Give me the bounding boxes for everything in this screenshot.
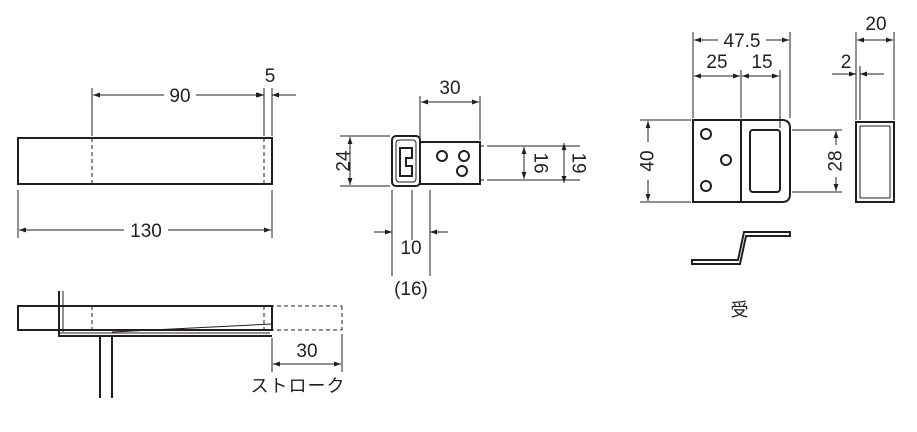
dimension-receiver-25: 25 — [694, 52, 740, 79]
dimension-90: 90 — [93, 84, 263, 107]
dimension-side-20: 20 — [857, 14, 893, 43]
receiver-profile-view: 受 — [691, 231, 791, 321]
receiver-front-view: 47.5 25 15 40 28 — [637, 29, 847, 203]
dim-latch-10-label: 10 — [400, 238, 421, 259]
dim-receiver-25-label: 25 — [706, 52, 727, 73]
dim-stroke-30-label: 30 — [296, 341, 317, 362]
rail-side-view: 30 ストローク — [17, 291, 346, 398]
dim-latch-16-ref-label: (16) — [394, 279, 428, 300]
rail-top-view: 90 5 130 — [17, 66, 296, 242]
dim-side-2-label: 2 — [841, 52, 852, 73]
receiver-side-view: 20 2 — [832, 14, 895, 203]
dimension-stroke-30: 30 — [273, 341, 341, 367]
dimension-5: 5 — [240, 66, 296, 98]
dimension-plate-16: 16 — [521, 147, 551, 179]
dimension-side-2: 2 — [832, 52, 884, 77]
dim-latch-30-label: 30 — [439, 78, 460, 99]
dimension-receiver-28: 28 — [826, 131, 847, 191]
dimension-latch-30: 30 — [421, 78, 479, 105]
stroke-label: ストローク — [251, 376, 346, 397]
dimension-130: 130 — [19, 219, 271, 242]
receiver-label: 受 — [731, 300, 750, 321]
dim-side-20-label: 20 — [865, 14, 886, 35]
dim-receiver-40-label: 40 — [638, 150, 659, 171]
dimension-latch-10: 10 — [374, 229, 448, 259]
dim-latch-24-label: 24 — [334, 150, 355, 172]
dimension-receiver-40: 40 — [637, 121, 659, 201]
latch-front-view: 30 24 16 19 10 (16) — [334, 78, 589, 300]
dim-5-label: 5 — [265, 66, 276, 87]
dim-receiver-28-label: 28 — [826, 150, 847, 171]
dim-receiver-47-5-label: 47.5 — [724, 31, 761, 52]
dim-90-label: 90 — [169, 86, 190, 107]
dim-130-label: 130 — [130, 221, 162, 242]
dimension-plate-19: 19 — [561, 143, 589, 183]
dimension-latch-24: 24 — [334, 137, 355, 185]
dim-receiver-15-label: 15 — [751, 52, 772, 73]
dimension-receiver-15: 15 — [742, 52, 779, 79]
dimension-receiver-47-5: 47.5 — [694, 29, 789, 52]
dim-plate-19-label: 19 — [568, 152, 589, 173]
dim-plate-16-label: 16 — [530, 152, 551, 173]
